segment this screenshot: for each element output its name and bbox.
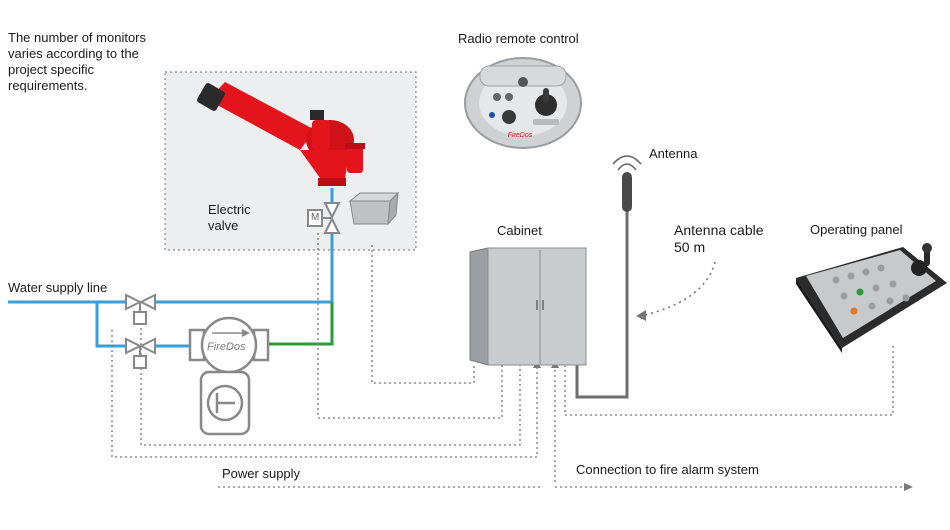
pump-icon bbox=[199, 370, 251, 436]
flowmeter-logo: FireDos bbox=[207, 341, 246, 353]
flowmeter-icon bbox=[188, 316, 270, 374]
water-supply-label: Water supply line bbox=[8, 280, 108, 295]
antenna-cable-annotation-arrowhead bbox=[636, 310, 646, 321]
valve-icon bbox=[125, 293, 156, 325]
cabinet-label: Cabinet bbox=[497, 223, 542, 238]
radio-remote-label: Radio remote control bbox=[458, 31, 579, 46]
antenna-cable-annotation-line bbox=[644, 261, 716, 316]
electric-valve-icon bbox=[307, 188, 341, 234]
electric-valve-label: Electric valve bbox=[208, 202, 251, 233]
operating-panel-icon bbox=[796, 243, 947, 353]
electric-valve-motor-label: M bbox=[311, 212, 320, 223]
junction-box-icon bbox=[348, 191, 400, 226]
antenna-label: Antenna bbox=[649, 146, 698, 161]
antenna-cable-label: Antenna cable 50 m bbox=[674, 222, 764, 255]
fire-alarm-label: Connection to fire alarm system bbox=[576, 462, 759, 477]
cabinet-icon bbox=[469, 247, 587, 366]
water-supply-lines bbox=[8, 233, 334, 348]
valve-icon bbox=[125, 337, 156, 369]
remote-logo: FireDos bbox=[508, 132, 533, 139]
remote-control-icon bbox=[464, 57, 582, 149]
fire-alarm-end-arrowhead bbox=[904, 483, 913, 491]
operating-panel-label: Operating panel bbox=[810, 222, 903, 237]
power-supply-label: Power supply bbox=[222, 466, 301, 481]
green-line bbox=[268, 302, 334, 346]
antenna-icon bbox=[612, 155, 642, 212]
signal-lines bbox=[111, 233, 905, 488]
monitor-icon bbox=[197, 82, 365, 186]
antenna-cable bbox=[575, 210, 629, 399]
monitors-note: The number of monitors varies according … bbox=[8, 30, 147, 93]
